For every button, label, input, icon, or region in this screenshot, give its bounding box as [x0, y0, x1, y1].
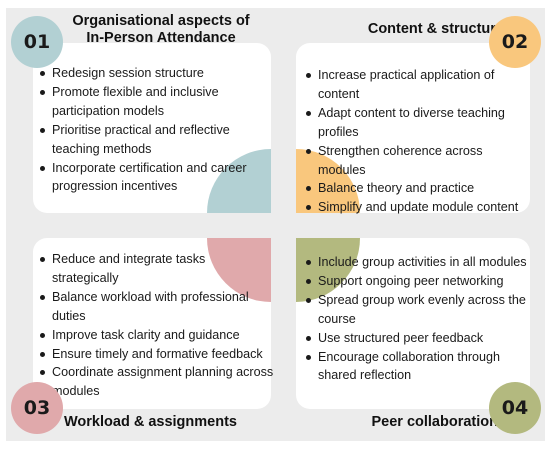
center-quarter-orange — [296, 149, 360, 213]
list-item: Encourage collaboration through shared r… — [304, 348, 528, 386]
number-badge-01: 01 — [11, 16, 63, 68]
list-item: Reduce and integrate tasks strategically — [38, 250, 274, 288]
number-badge-02: 02 — [489, 16, 541, 68]
title-line: In-Person Attendance — [86, 30, 236, 46]
list-item: Incorporate certification and career pro… — [38, 159, 270, 197]
list-item: Balance workload with professional dutie… — [38, 288, 274, 326]
quadrant-title-organisational: Organisational aspects of In-Person Atte… — [66, 13, 256, 47]
list-organisational: Redesign session structure Promote flexi… — [38, 64, 270, 196]
center-quarter-teal — [207, 149, 271, 213]
number-badge-03: 03 — [11, 382, 63, 434]
quadrant-title-peer-collaboration: Peer collaboration — [371, 414, 498, 430]
list-item: Coordinate assignment planning across mo… — [38, 363, 274, 401]
list-item: Ensure timely and formative feedback — [38, 345, 274, 364]
center-quarter-pink — [207, 238, 271, 302]
list-item: Balance theory and practice — [304, 179, 530, 198]
list-item: Increase practical application of conten… — [304, 66, 530, 104]
list-item: Support ongoing peer networking — [304, 272, 528, 291]
quadrant-title-workload: Workload & assignments — [64, 414, 237, 430]
list-peer-collaboration: Include group activities in all modules … — [304, 253, 528, 385]
list-item: Include group activities in all modules — [304, 253, 528, 272]
center-quarter-olive — [296, 238, 360, 302]
list-content-structure: Increase practical application of conten… — [304, 66, 530, 217]
title-line: Organisational aspects of — [72, 13, 250, 29]
number-badge-04: 04 — [489, 382, 541, 434]
list-item: Improve task clarity and guidance — [38, 326, 274, 345]
list-item: Strengthen coherence across modules — [304, 142, 530, 180]
list-workload: Reduce and integrate tasks strategically… — [38, 250, 274, 401]
list-item: Adapt content to diverse teaching profil… — [304, 104, 530, 142]
list-item: Promote flexible and inclusive participa… — [38, 83, 270, 121]
quadrant-title-content-structure: Content & structure — [367, 21, 504, 37]
list-item: Simplify and update module content — [304, 198, 530, 217]
list-item: Spread group work evenly across the cour… — [304, 291, 528, 329]
list-item: Prioritise practical and reflective teac… — [38, 121, 270, 159]
list-item: Redesign session structure — [38, 64, 270, 83]
list-item: Use structured peer feedback — [304, 329, 528, 348]
